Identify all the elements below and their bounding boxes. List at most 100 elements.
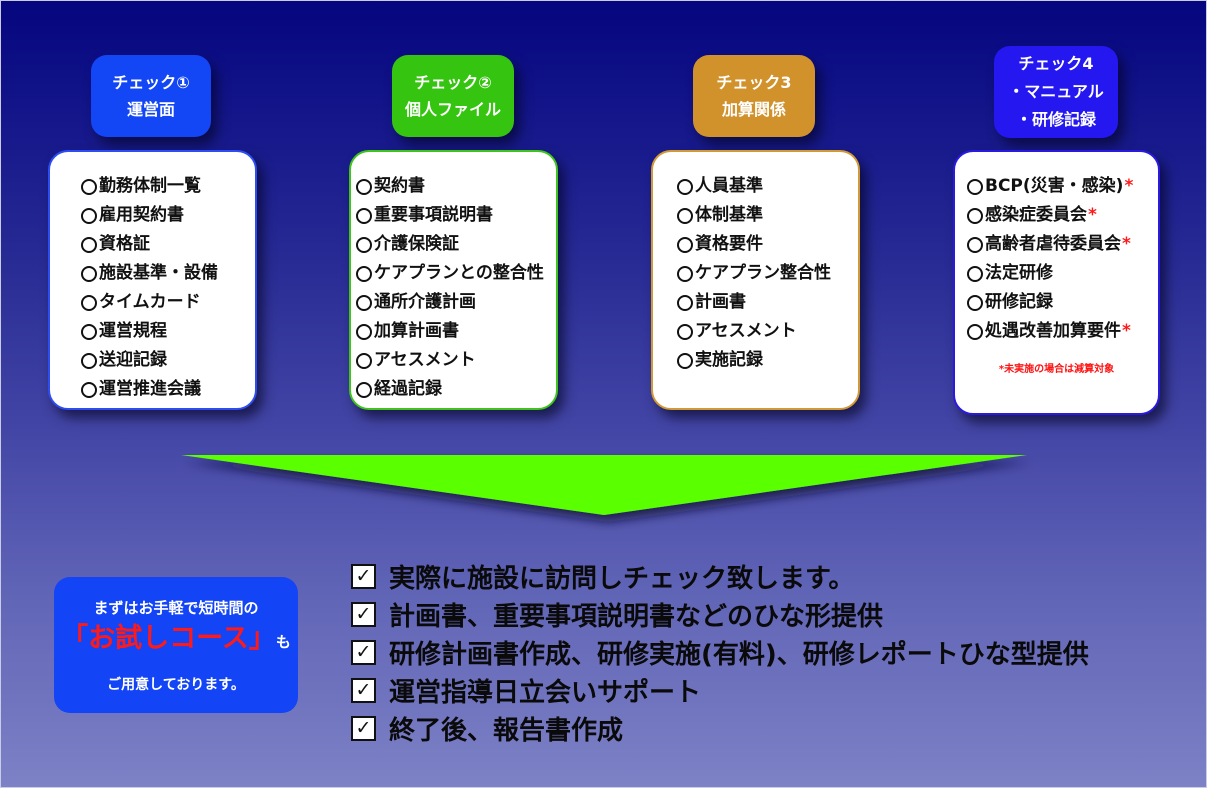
- checklist-item-label: タイムカード: [99, 292, 201, 312]
- circle-bullet-icon: [677, 265, 693, 282]
- checklist-item: 送迎記録: [81, 346, 218, 375]
- checklist-item: ケアプランとの整合性: [356, 259, 544, 288]
- checklist-item: タイムカード: [81, 288, 218, 317]
- circle-bullet-icon: [677, 207, 693, 224]
- checklist-item-label: ケアプランとの整合性: [374, 263, 544, 283]
- checkbox-checked-icon: ✓: [351, 677, 376, 703]
- checklist-item-label: 高齢者虐待委員会: [985, 234, 1121, 254]
- checklist-item: 感染症委員会*: [967, 201, 1133, 230]
- checklist-item: 処遇改善加算要件*: [967, 317, 1133, 346]
- circle-bullet-icon: [81, 236, 97, 253]
- checklist-item: 資格要件: [677, 230, 831, 259]
- checklist-item: 運営規程: [81, 317, 218, 346]
- checklist-item-label: 経過記録: [374, 379, 442, 399]
- checklist-item-label: 実施記録: [695, 350, 763, 370]
- checklist-item: 高齢者虐待委員会*: [967, 230, 1133, 259]
- checklist-item-label: 重要事項説明書: [374, 205, 493, 225]
- service-item: ✓終了後、報告書作成: [351, 709, 1089, 747]
- checklist-item-label: 介護保険証: [374, 234, 459, 254]
- circle-bullet-icon: [81, 323, 97, 340]
- category-list-4: BCP(災害・感染)*感染症委員会*高齢者虐待委員会*法定研修研修記録処遇改善加…: [953, 150, 1160, 415]
- service-label: 実際に施設に訪問しチェック致します。: [389, 563, 855, 594]
- checklist-item-label: 加算計画書: [374, 321, 459, 341]
- checklist-item: 重要事項説明書: [356, 201, 544, 230]
- circle-bullet-icon: [967, 265, 983, 282]
- circle-bullet-icon: [356, 294, 372, 311]
- checklist: BCP(災害・感染)*感染症委員会*高齢者虐待委員会*法定研修研修記録処遇改善加…: [967, 172, 1133, 346]
- category-list-2: 契約書重要事項説明書介護保険証ケアプランとの整合性通所介護計画加算計画書アセスメ…: [349, 150, 558, 410]
- checklist-item: アセスメント: [677, 317, 831, 346]
- checklist: 人員基準体制基準資格要件ケアプラン整合性計画書アセスメント実施記録: [677, 172, 831, 375]
- checklist-item-label: 法定研修: [985, 263, 1053, 283]
- checklist-item: 研修記録: [967, 288, 1133, 317]
- circle-bullet-icon: [356, 381, 372, 398]
- checklist-item: ケアプラン整合性: [677, 259, 831, 288]
- service-label: 終了後、報告書作成: [389, 715, 624, 746]
- category-header-line: チェック4: [1018, 54, 1094, 73]
- checklist-item: BCP(災害・感染)*: [967, 172, 1133, 201]
- checkbox-checked-icon: ✓: [351, 563, 376, 589]
- circle-bullet-icon: [677, 178, 693, 195]
- checklist-item: 人員基準: [677, 172, 831, 201]
- checklist: 勤務体制一覧雇用契約書資格証施設基準・設備タイムカード運営規程送迎記録運営推進会…: [81, 172, 218, 404]
- required-asterisk: *: [1124, 176, 1134, 196]
- checklist-item: 契約書: [356, 172, 544, 201]
- trial-line-2: 「お試しコース」も: [54, 621, 298, 660]
- circle-bullet-icon: [677, 352, 693, 369]
- checklist-item-label: 資格証: [99, 234, 150, 254]
- service-label: 研修計画書作成、研修実施(有料)、研修レポートひな型提供: [389, 639, 1089, 670]
- checklist-item: 実施記録: [677, 346, 831, 375]
- checklist-item: 資格証: [81, 230, 218, 259]
- checklist: 契約書重要事項説明書介護保険証ケアプランとの整合性通所介護計画加算計画書アセスメ…: [356, 172, 544, 404]
- checklist-item-label: 勤務体制一覧: [99, 176, 201, 196]
- checklist-item-label: アセスメント: [374, 350, 476, 370]
- trial-line-1: まずはお手軽で短時間の: [93, 599, 259, 617]
- checklist-item-label: 資格要件: [695, 234, 763, 254]
- circle-bullet-icon: [677, 236, 693, 253]
- service-item: ✓ 運営指導日立会いサポート: [351, 671, 1089, 709]
- trial-course-callout: まずはお手軽で短時間の 「お試しコース」も ご用意しております。: [54, 577, 298, 713]
- checklist-item: 体制基準: [677, 201, 831, 230]
- checklist-item-label: 体制基準: [695, 205, 763, 225]
- checkbox-checked-icon: ✓: [351, 639, 376, 665]
- checklist-item-label: 処遇改善加算要件: [985, 321, 1121, 341]
- checklist-item-label: 運営推進会議: [99, 379, 201, 399]
- circle-bullet-icon: [81, 352, 97, 369]
- trial-course-highlight: 「お試しコース」: [61, 623, 276, 654]
- checklist-item: 通所介護計画: [356, 288, 544, 317]
- service-list: ✓実際に施設に訪問しチェック致します。✓計画書、重要事項説明書などのひな形提供✓…: [351, 557, 1089, 747]
- checklist-item-label: 人員基準: [695, 176, 763, 196]
- circle-bullet-icon: [967, 178, 983, 195]
- category-header-4: チェック4 ・マニュアル ・研修記録: [994, 46, 1118, 138]
- category-header-1: チェック① 運営面: [91, 55, 211, 137]
- circle-bullet-icon: [967, 323, 983, 340]
- circle-bullet-icon: [81, 207, 97, 224]
- trial-line-3: ご用意しております。: [107, 677, 245, 693]
- circle-bullet-icon: [356, 207, 372, 224]
- circle-bullet-icon: [356, 323, 372, 340]
- category-list-1: 勤務体制一覧雇用契約書資格証施設基準・設備タイムカード運営規程送迎記録運営推進会…: [48, 150, 257, 410]
- checkbox-checked-icon: ✓: [351, 601, 376, 627]
- penalty-note: *未実施の場合は減算対象: [998, 364, 1115, 375]
- circle-bullet-icon: [81, 178, 97, 195]
- trial-suffix: も: [275, 633, 291, 651]
- checklist-item: 経過記録: [356, 375, 544, 404]
- category-header-line: チェック3: [716, 73, 792, 92]
- service-item: ✓計画書、重要事項説明書などのひな形提供: [351, 595, 1089, 633]
- circle-bullet-icon: [356, 236, 372, 253]
- circle-bullet-icon: [81, 294, 97, 311]
- service-item: ✓ 実際に施設に訪問しチェック致します。: [351, 557, 1089, 595]
- circle-bullet-icon: [677, 294, 693, 311]
- checklist-item-label: 雇用契約書: [99, 205, 184, 225]
- checklist-item: 介護保険証: [356, 230, 544, 259]
- checklist-item: 法定研修: [967, 259, 1133, 288]
- service-label: 運営指導日立会いサポート: [389, 677, 702, 708]
- checklist-item: 施設基準・設備: [81, 259, 218, 288]
- circle-bullet-icon: [967, 207, 983, 224]
- checklist-item: 勤務体制一覧: [81, 172, 218, 201]
- checklist-item: 運営推進会議: [81, 375, 218, 404]
- category-header-line: チェック②: [414, 73, 492, 92]
- circle-bullet-icon: [967, 294, 983, 311]
- checklist-item-label: 研修記録: [985, 292, 1053, 312]
